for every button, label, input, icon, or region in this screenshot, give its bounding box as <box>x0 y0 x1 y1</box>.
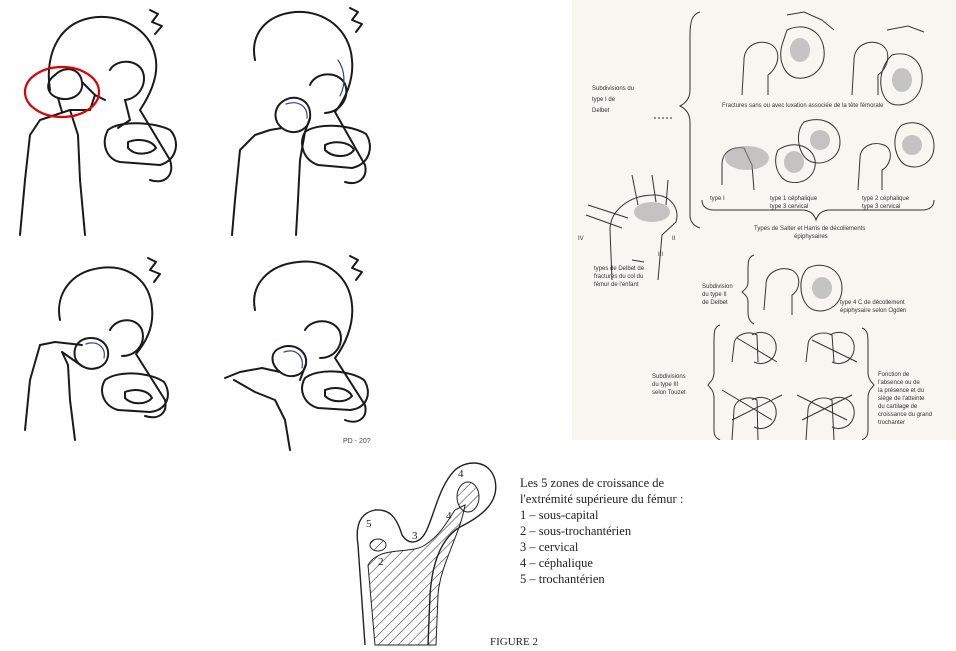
subdiv-type3-1: Subdivisions <box>652 374 686 380</box>
hip-drawings-panel: PD - 20? <box>0 0 410 455</box>
subdiv-type1-line-3: Delbet <box>592 108 610 114</box>
delbet-types-2: fractures du col du <box>594 274 643 280</box>
fonction-5: du cartilage de <box>878 404 918 410</box>
salter-caption-1: Types de Salter et Harris de décollement… <box>754 226 865 232</box>
subdiv-type2-3: de Delbet <box>702 300 728 306</box>
subdiv-type1-line-1: Subdivisions du <box>592 86 634 92</box>
subdiv-type1-line-2: type I de <box>592 97 616 103</box>
fonction-2: l'absence ou de <box>878 380 921 386</box>
zone-number-4: 4 <box>446 510 452 522</box>
corner-mark: PD - 20? <box>343 438 371 445</box>
ogden-caption-1: type 4 C de décollement <box>840 300 905 306</box>
classification-panel: Subdivisions du type I de Delbet Fractur… <box>572 0 956 440</box>
roman-II: II <box>672 236 676 242</box>
subdiv-type2-2: du type II <box>702 292 727 298</box>
femur-outline <box>357 463 496 645</box>
zones-caption-2: l'extrémité supérieure du fémur : <box>520 492 683 506</box>
fonction-6: croissance du grand <box>878 412 932 418</box>
fonction-4: siège de l'atteinte <box>878 396 925 402</box>
zones-caption-4: 2 – sous-trochantérien <box>520 524 632 538</box>
zone-number-4-top: 4 <box>458 468 464 480</box>
zones-caption-5: 3 – cervical <box>520 540 579 554</box>
subdiv-type3-2: du type III <box>652 382 679 388</box>
zone-number-3: 3 <box>412 530 418 542</box>
salter-t1-ceph-2: type 3 cervical <box>770 204 808 210</box>
zone-number-2: 2 <box>378 556 384 568</box>
delbet-types-3: fémur de l'enfant <box>594 282 639 288</box>
fonction-1: Fonction de <box>878 372 910 378</box>
hip-drawing-1 <box>20 10 176 235</box>
growth-zones-svg: 4 4 3 5 2 FIGURE 2 Les 5 zones de croiss… <box>340 455 956 646</box>
ogden-caption-2: épiphysaire selon Ogden <box>840 308 906 314</box>
salter-t1-ceph-1: type 1 céphalique <box>770 196 818 202</box>
salter-t2-ceph-1: type 2 céphalique <box>862 196 910 202</box>
hip-drawings-svg: PD - 20? <box>0 0 410 455</box>
zones-caption-6: 4 – céphalique <box>520 556 593 570</box>
salter-type1: type I <box>710 196 725 202</box>
salter-t2-ceph-2: type 3 cervical <box>862 204 900 210</box>
zones-caption-7: 5 – trochantérien <box>520 572 605 586</box>
salter-caption-2: épiphysaires <box>794 234 828 240</box>
fractures-caption: Fractures sans ou avec luxation associée… <box>722 103 884 109</box>
classification-svg: Subdivisions du type I de Delbet Fractur… <box>572 0 956 440</box>
zones-caption-1: Les 5 zones de croissance de <box>520 476 664 490</box>
delbet-types-1: types de Delbet de <box>594 266 645 272</box>
fonction-7: trochanter <box>878 420 905 426</box>
subdiv-type3-3: selon Touzet <box>652 390 686 396</box>
fonction-3: la présence et du <box>878 388 924 394</box>
subdiv-type2-1: Subdivision <box>702 284 733 290</box>
zones-caption-3: 1 – sous-capital <box>520 508 599 522</box>
growth-zones-panel: 4 4 3 5 2 FIGURE 2 Les 5 zones de croiss… <box>340 455 956 646</box>
zone-number-5: 5 <box>366 518 372 530</box>
hip-drawing-2 <box>232 8 370 235</box>
roman-IV: IV <box>578 236 584 242</box>
hip-drawing-3 <box>25 258 168 440</box>
roman-III: III <box>658 252 663 258</box>
figure-label: FIGURE 2 <box>490 636 538 646</box>
